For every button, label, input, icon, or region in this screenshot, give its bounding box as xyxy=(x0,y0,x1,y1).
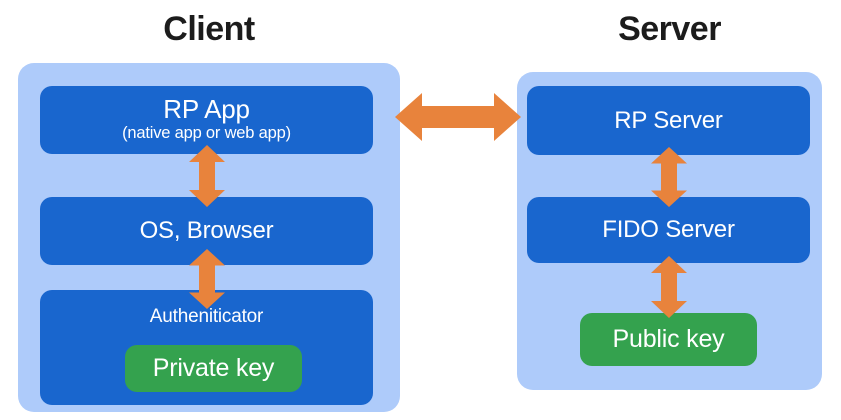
rp-app-label: RP App xyxy=(163,94,250,125)
rp-app-sublabel: (native app or web app) xyxy=(122,123,291,142)
rp-app-box: RP App (native app or web app) xyxy=(40,86,373,154)
client-server-double-arrow-icon xyxy=(395,93,521,141)
osbrowser-authenticator-double-arrow-icon xyxy=(189,249,225,309)
authenticator-label: Autheniticator xyxy=(149,306,264,327)
client-column-title: Client xyxy=(163,10,255,48)
private-key-label: Private key xyxy=(152,354,275,382)
private-key-box: Private key xyxy=(125,345,302,392)
public-key-box: Public key xyxy=(580,313,757,366)
rp-server-label: RP Server xyxy=(614,106,723,134)
fido-server-box: FIDO Server xyxy=(527,197,810,263)
rpapp-osbrowser-double-arrow-icon xyxy=(189,145,225,207)
fidoserver-publickey-double-arrow-icon xyxy=(651,256,687,318)
fido-server-label: FIDO Server xyxy=(602,216,735,243)
os-browser-label: OS, Browser xyxy=(139,217,274,244)
public-key-label: Public key xyxy=(612,325,725,353)
server-column-title: Server xyxy=(618,10,721,48)
rpserver-fidoserver-double-arrow-icon xyxy=(651,147,687,207)
rp-server-box: RP Server xyxy=(527,86,810,155)
